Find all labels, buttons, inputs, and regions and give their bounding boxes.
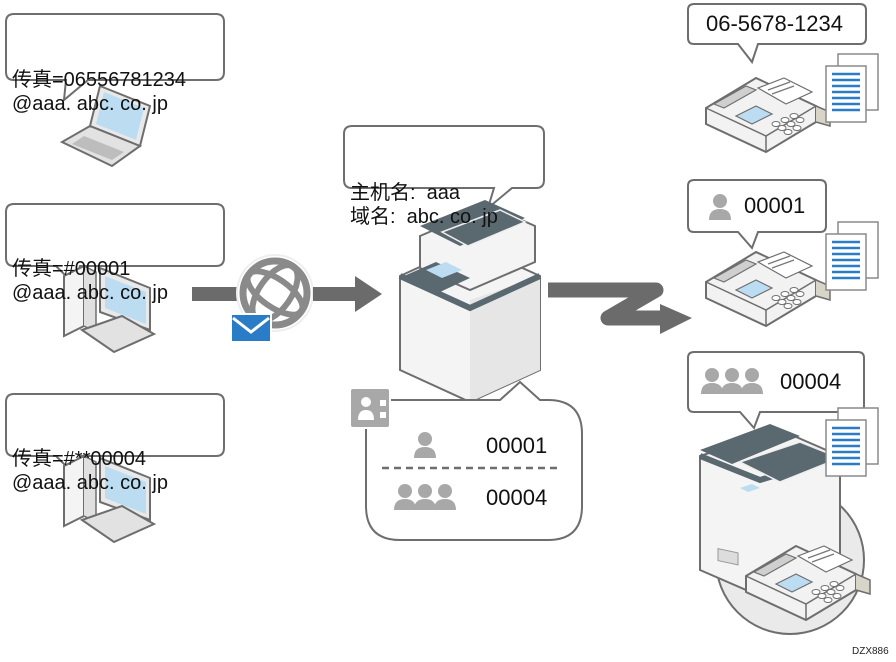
address-book-icon [349,387,391,429]
laptop-icon [59,84,152,168]
recipient-group-number: 00004 [780,369,842,394]
sender-bubble-1 [5,13,225,103]
desktop-computer-icon [63,264,157,354]
recipient-user-number: 00001 [744,193,806,218]
arrow-shaft [192,287,242,301]
arrow-to-mfp [313,276,382,312]
figure-code: DZX886 [852,646,889,657]
email-icon [230,313,272,343]
sender-2-fax-address: 传真=#00001@aaa. abc. co. jp [12,258,168,304]
desktop-computer-icon [63,454,157,544]
address-entry-number: 00001 [486,433,548,458]
document-icon [824,52,880,124]
fax-machine-icon [705,77,831,153]
recipient-bubble-1 [687,3,867,65]
document-icon [824,220,880,292]
group-users-icon [701,368,763,394]
sender-3-fax-address: 传真=#**00004@aaa. abc. co. jp [12,448,168,494]
group-users-icon [394,484,456,510]
fax-transmission-arrow [548,282,692,334]
document-icon [824,406,880,478]
address-book-bubble [365,380,583,541]
address-entry-number: 00004 [486,485,548,510]
mfp-device-icon [398,200,542,440]
sender-1-fax-address: 传真=06556781234@aaa. abc. co. jp [12,69,187,115]
recipient-fax-number: 06-5678-1234 [706,11,844,36]
fax-machine-icon [705,251,831,327]
mfp-info-bubble [343,125,545,211]
